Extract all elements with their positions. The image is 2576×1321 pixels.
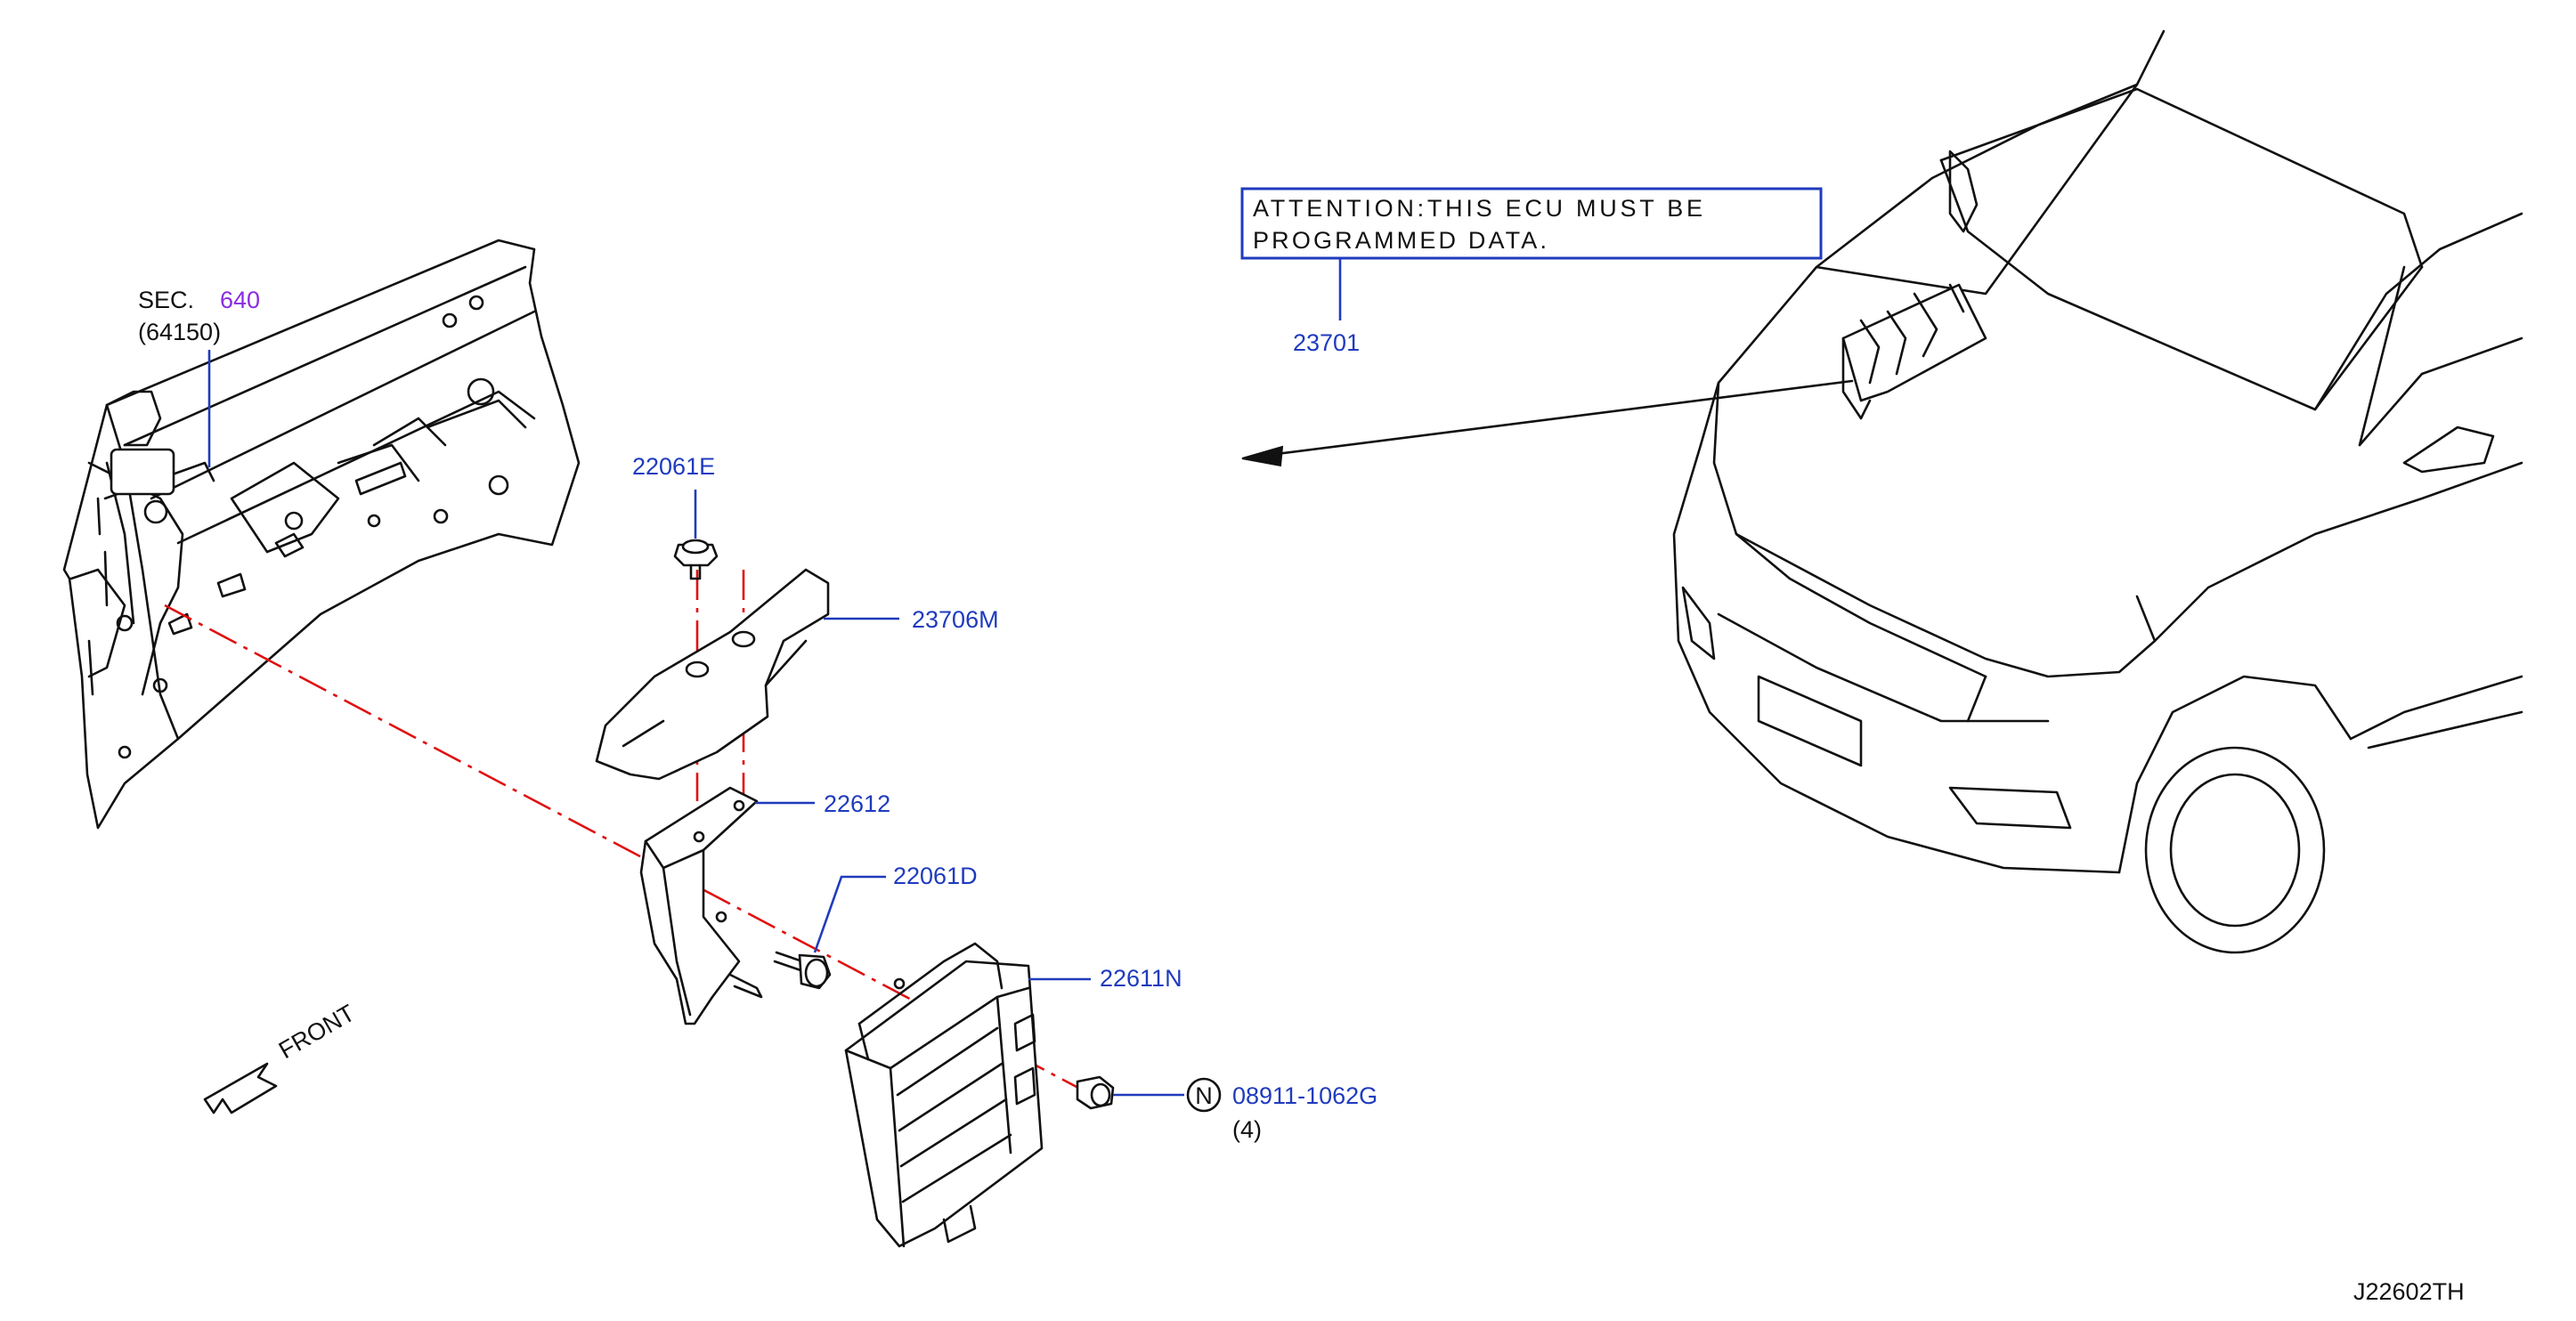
part-number-08911-1062G[interactable]: 08911-1062G: [1232, 1082, 1377, 1109]
bolt-22061D-drawing: [773, 951, 832, 990]
section-prefix: SEC.: [138, 287, 194, 313]
front-direction-arrow: FRONT: [203, 1000, 360, 1114]
attention-box: [1240, 187, 1823, 260]
part-number-22061E[interactable]: 22061E: [632, 453, 715, 480]
part-label-08911: N 08911-1062G (4): [1113, 1077, 1377, 1143]
part-label-22061E: 22061E: [632, 453, 715, 539]
dash-panel-drawing: [62, 239, 581, 830]
ecu-22611N-drawing: [844, 942, 1044, 1248]
part-number-23701[interactable]: 23701: [1293, 329, 1360, 356]
n-symbol-circle: [1186, 1077, 1222, 1113]
part-label-22611N: 22611N: [1028, 965, 1182, 992]
n-symbol: N: [1195, 1082, 1213, 1109]
part-number-22611N[interactable]: 22611N: [1100, 965, 1182, 992]
part-number-23706M[interactable]: 23706M: [912, 606, 999, 633]
clip-22061E-drawing: [673, 539, 719, 580]
cover-23706M-drawing: [595, 568, 830, 781]
section-reference: SEC. 640 (64150): [138, 287, 260, 467]
part-number-22612[interactable]: 22612: [824, 790, 890, 817]
attention-line-1: ATTENTION:THIS ECU MUST BE: [1253, 195, 1702, 222]
vehicle-drawing: [1672, 29, 2523, 954]
location-arrow: [1241, 379, 1854, 467]
part-label-22061D: 22061D: [813, 863, 978, 953]
section-number[interactable]: 640: [220, 287, 260, 313]
part-label-23706M: 23706M: [824, 606, 999, 633]
nut-08911-drawing: [1076, 1075, 1115, 1110]
section-sub-number: (64150): [138, 319, 221, 345]
front-label: FRONT: [274, 1000, 360, 1064]
part-number-22061D[interactable]: 22061D: [893, 863, 978, 889]
attention-notice: ATTENTION:THIS ECU MUST BE PROGRAMMED DA…: [1240, 187, 1823, 356]
diagram-code: J22602TH: [2353, 1278, 2465, 1305]
bracket-22612-drawing: [639, 786, 763, 1025]
attention-line-2: PROGRAMMED DATA.: [1253, 227, 1547, 254]
part-label-22612: 22612: [755, 790, 890, 817]
part-quantity: (4): [1232, 1116, 1262, 1143]
